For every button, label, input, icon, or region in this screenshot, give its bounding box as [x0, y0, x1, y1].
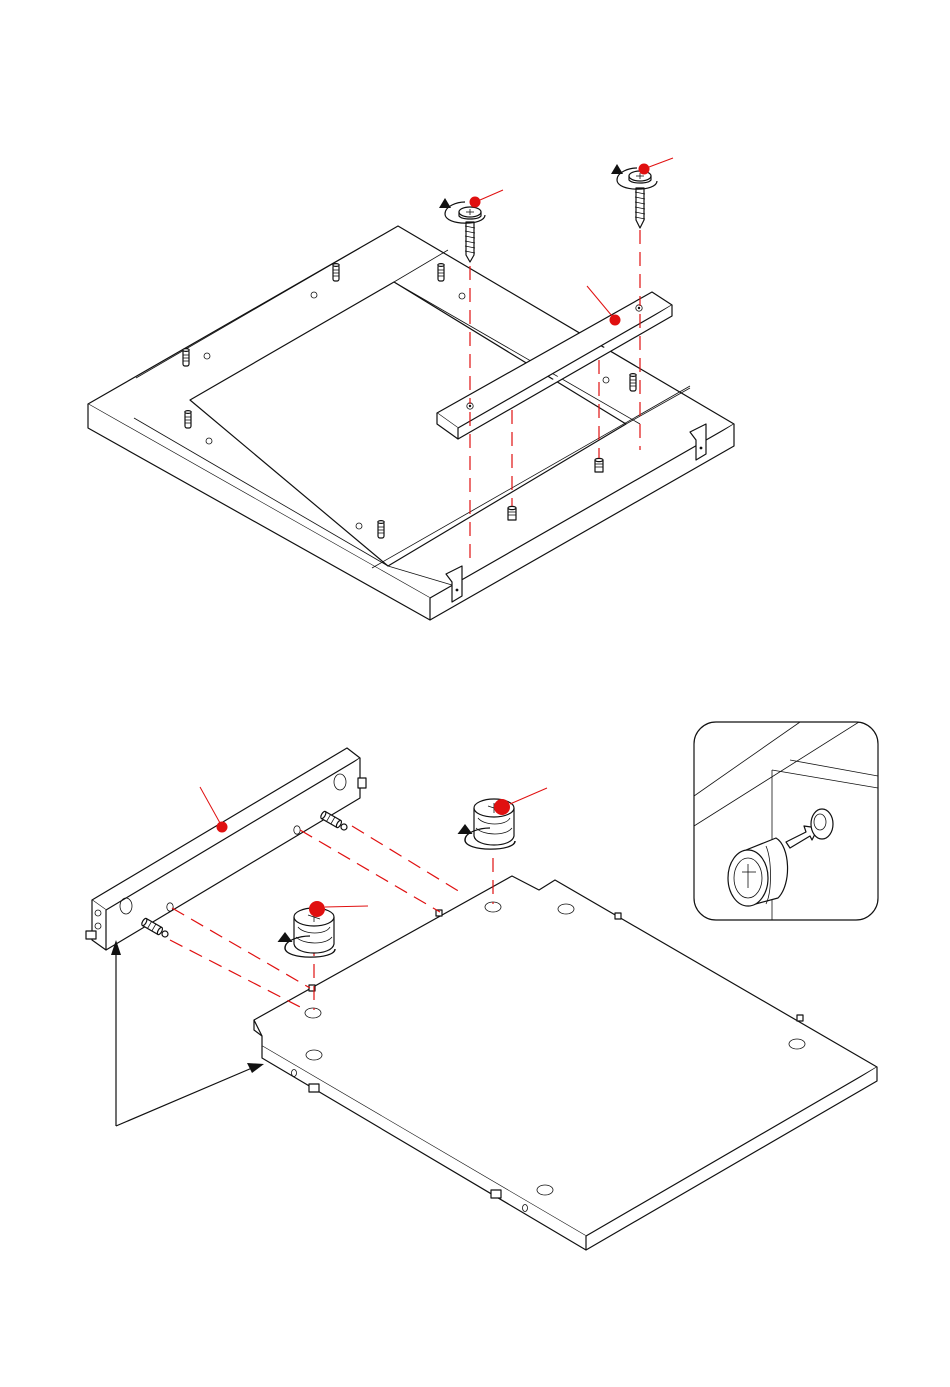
crossbar-callout	[610, 315, 621, 326]
cam-lock-back-callout	[494, 799, 510, 815]
dowel-icon	[630, 374, 636, 391]
peg-icon	[508, 506, 516, 520]
dowel-icon	[185, 411, 191, 428]
peg-icon	[595, 458, 603, 472]
shelf-panel	[254, 876, 877, 1250]
screw-icon	[629, 171, 651, 228]
cam-lock-front-callout	[309, 901, 325, 917]
detail-inset	[694, 710, 878, 920]
step-top-frame-assembly	[88, 158, 734, 620]
screw-left-callout	[470, 197, 481, 208]
rail-callout	[217, 822, 228, 833]
dowel-icon	[333, 264, 339, 281]
dowel-icon	[183, 349, 189, 366]
screw-icon	[459, 207, 481, 262]
dowel-icon	[378, 521, 384, 538]
orientation-arrows-icon	[111, 940, 264, 1126]
screw-right-callout	[639, 164, 650, 175]
dowel-icon	[438, 264, 444, 281]
hole-detail-icon	[811, 809, 833, 839]
step-bottom-panel-assembly	[86, 710, 878, 1250]
